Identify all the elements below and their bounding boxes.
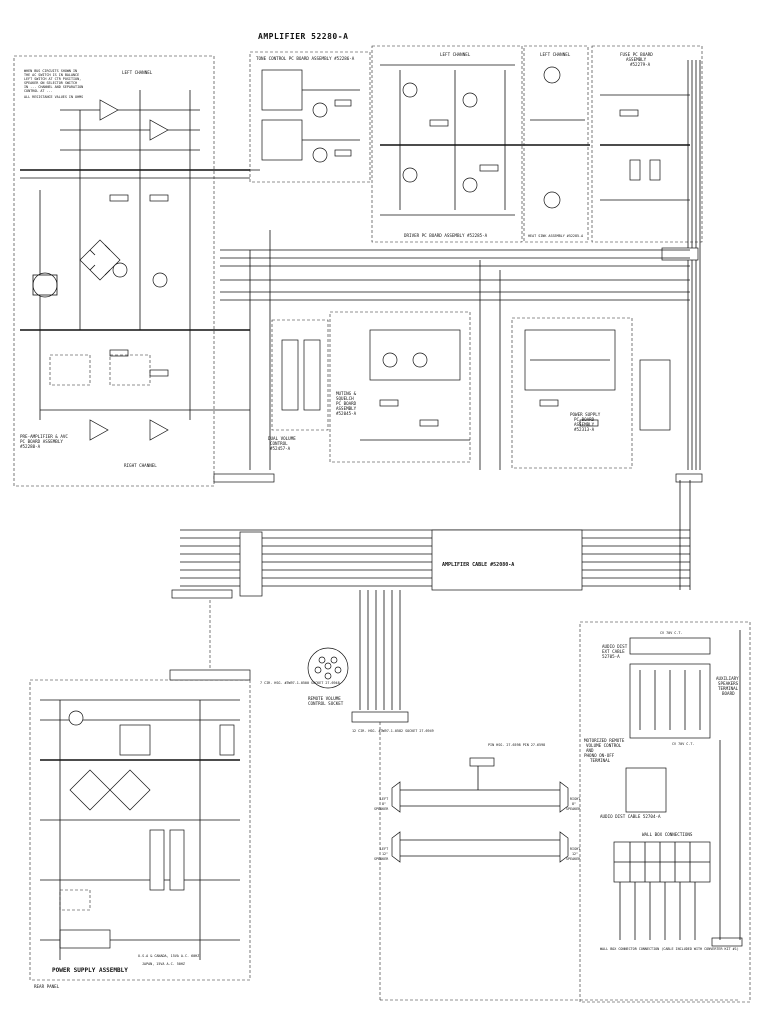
power-supply-board: POWER SUPPLY PC BOARD ASSEMBLY #52313-A <box>511 317 671 469</box>
socket-a-label: 12 CIR. HSG. #3W97-1-0582 SOCKET 27-6949 <box>352 729 434 733</box>
muting-label: MUTING & SQUELCH PC BOARD ASSEMBLY #5204… <box>336 391 359 416</box>
note-switch-positions: WHEN BUS CIRCUITS SHOWN IN THE AC SWITCH… <box>24 69 85 93</box>
mid-harness <box>220 230 690 470</box>
heatsink-left-channel: LEFT CHANNEL <box>540 52 571 57</box>
driver-left-channel: LEFT CHANNEL <box>440 52 471 57</box>
dual-volume-label: DUAL VOLUME CONTROL #52457-A <box>268 436 298 451</box>
right-connector-strip <box>661 60 703 483</box>
power-supply-assembly-label: POWER SUPPLY ASSEMBLY <box>52 967 128 974</box>
tone-control-board: TONE CONTROL PC BOARD ASSEMBLY #52286-A <box>220 51 371 183</box>
schematic-title: AMPLIFIER 52280-A <box>258 32 348 41</box>
plug-label: PIN HSG. 27-6598 PIN 27-6598 <box>488 743 545 747</box>
driver-board-label: DRIVER PC BOARD ASSEMBLY #52285-A <box>404 233 488 238</box>
japan-power-note: JAPAN, 15VA A.C. 50HZ <box>142 962 185 966</box>
right-channel-label: RIGHT CHANNEL <box>124 463 157 468</box>
top-left-notes: WHEN BUS CIRCUITS SHOWN IN THE AC SWITCH… <box>13 55 215 487</box>
motorized-remote-label: MOTORIZED REMOTE VOLUME CONTROL AND PHON… <box>584 738 627 763</box>
dual-volume-control: DUAL VOLUME CONTROL #52457-A <box>268 319 329 451</box>
preamp-section: LEFT CHANNEL RIGHT CHANNEL PRE-AMPLIFIER… <box>20 70 250 468</box>
heat-sink-label: HEAT SINK ASSEMBLY #52285-A <box>528 234 583 238</box>
rear-panel-label: REAR PANEL <box>34 984 60 989</box>
audio-dist-cable-label: AUDIO DIST CABLE 52704-A <box>600 814 661 819</box>
upper-bottom-connector <box>213 473 275 483</box>
wall-box-label: WALL BOX CONNECTIONS <box>642 832 693 837</box>
amplifier-cable-label: AMPLIFIER CABLE #52080-A <box>442 562 514 568</box>
remote-volume-socket: REMOTE VOLUME CONTROL SOCKET 7 CIR. HSG.… <box>260 647 349 706</box>
fuse-board-label: FUSE PC BOARD ASSEMBLY #52279-A <box>620 52 655 67</box>
aux-speakers-label: AUXILIARY SPEAKERS TERMINAL BOARD <box>716 676 741 696</box>
power-supply-assembly: U.S.A & CANADA, 15VA A.C. 60HZ JAPAN, 15… <box>29 600 251 989</box>
audio-dist-ext-label: AUDIO DIST EXT CABLE 52705-A <box>602 644 630 659</box>
socket-b-label: 7 CIR. HSG. #3W97-1-0500 SOCKET 27-6948 <box>260 681 340 685</box>
tone-control-label: TONE CONTROL PC BOARD ASSEMBLY #52286-A <box>256 56 355 61</box>
ct-upper-label: CV 70V C.T. <box>660 631 682 635</box>
usa-power-note: U.S.A & CANADA, 15VA A.C. 60HZ <box>138 954 199 958</box>
left-channel-label: LEFT CHANNEL <box>122 70 153 75</box>
power-supply-board-label: POWER SUPPLY PC BOARD ASSEMBLY #52313-A <box>570 412 603 432</box>
remote-socket-label: REMOTE VOLUME CONTROL SOCKET <box>308 696 344 706</box>
audio-dist-section: AUDIO DIST EXT CABLE 52705-A CV 70V C.T.… <box>579 621 751 1003</box>
fuse-board: FUSE PC BOARD ASSEMBLY #52279-A <box>591 45 703 243</box>
muting-board: MUTING & SQUELCH PC BOARD ASSEMBLY #5204… <box>329 311 471 463</box>
preamp-assembly-label: PRE-AMPLIFIER & AVC PC BOARD ASSEMBLY #5… <box>20 434 70 449</box>
amplifier-cable: AMPLIFIER CABLE #52080-A 12 CIR. HSG. #3… <box>171 480 691 733</box>
speaker-plug <box>469 757 495 767</box>
heat-sink-board: LEFT CHANNEL HEAT SINK ASSEMBLY #52285-A <box>523 45 589 243</box>
note-resistance: ALL RESISTANCE VALUES IN OHMS <box>24 95 83 99</box>
ct-lower-label: CV 70V C.T. <box>672 742 694 746</box>
wall-box-footer: WALL BOX CONNECTOR CONNECTION (CABLE INC… <box>600 947 739 951</box>
driver-board: LEFT CHANNEL DRIVER PC BOARD ASSEMBLY #5… <box>371 45 590 243</box>
